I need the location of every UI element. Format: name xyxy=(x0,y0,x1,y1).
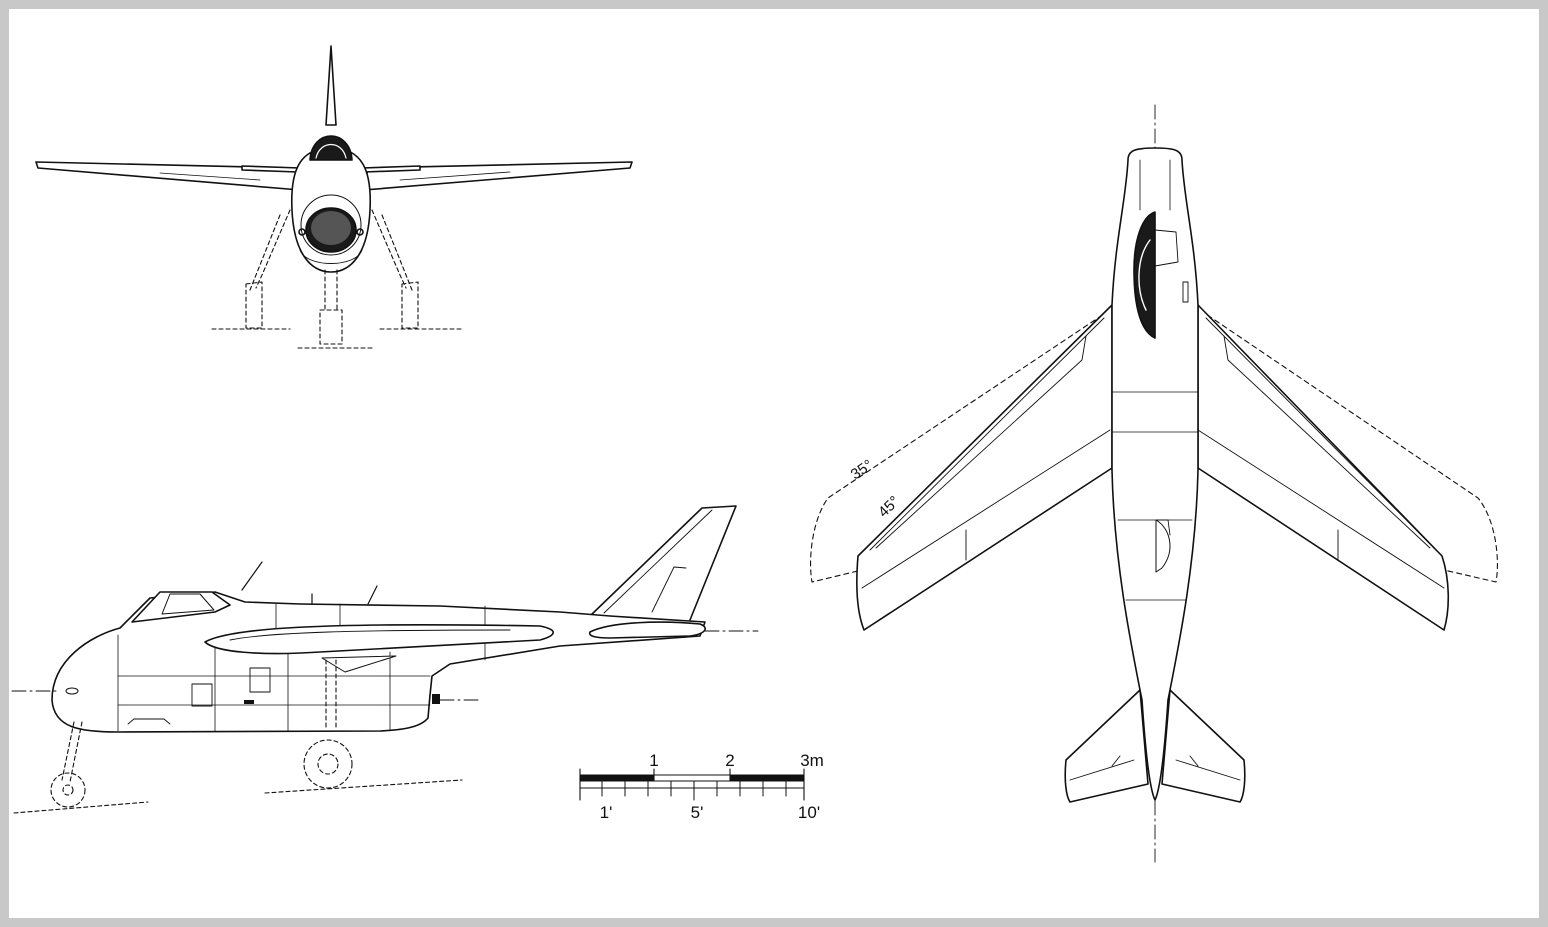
top-tailplane-left xyxy=(1064,689,1149,803)
top-wing-right xyxy=(1197,304,1450,631)
top-canopy xyxy=(1133,211,1156,339)
wing-35-outline xyxy=(810,309,1498,583)
front-view xyxy=(35,45,633,349)
side-landing-gear xyxy=(13,659,463,814)
scale-metric-2: 2 xyxy=(725,751,734,770)
side-wing xyxy=(204,623,554,655)
scale-labels: 1 2 3m 1' 5' 10' xyxy=(600,751,824,822)
scale-metric-1: 1 xyxy=(649,751,658,770)
scale-imperial-2: 5' xyxy=(691,803,704,822)
scale-imperial-3: 10' xyxy=(798,803,820,822)
top-tailplane-right xyxy=(1161,689,1246,803)
top-wing-left xyxy=(856,304,1113,631)
front-fin xyxy=(325,45,337,126)
front-canopy xyxy=(309,135,353,161)
scale-imperial-1: 1' xyxy=(600,803,613,822)
top-view xyxy=(810,104,1498,863)
scale-metric-3: 3m xyxy=(800,751,824,770)
side-view xyxy=(11,505,759,814)
top-fuselage xyxy=(1111,147,1199,801)
side-canopy xyxy=(131,591,231,623)
side-tail-fin xyxy=(589,505,737,621)
scale-bar xyxy=(579,768,805,801)
side-tailplane xyxy=(588,621,706,639)
sweep-label-35: 35° xyxy=(848,457,876,484)
front-landing-gear xyxy=(211,209,463,349)
